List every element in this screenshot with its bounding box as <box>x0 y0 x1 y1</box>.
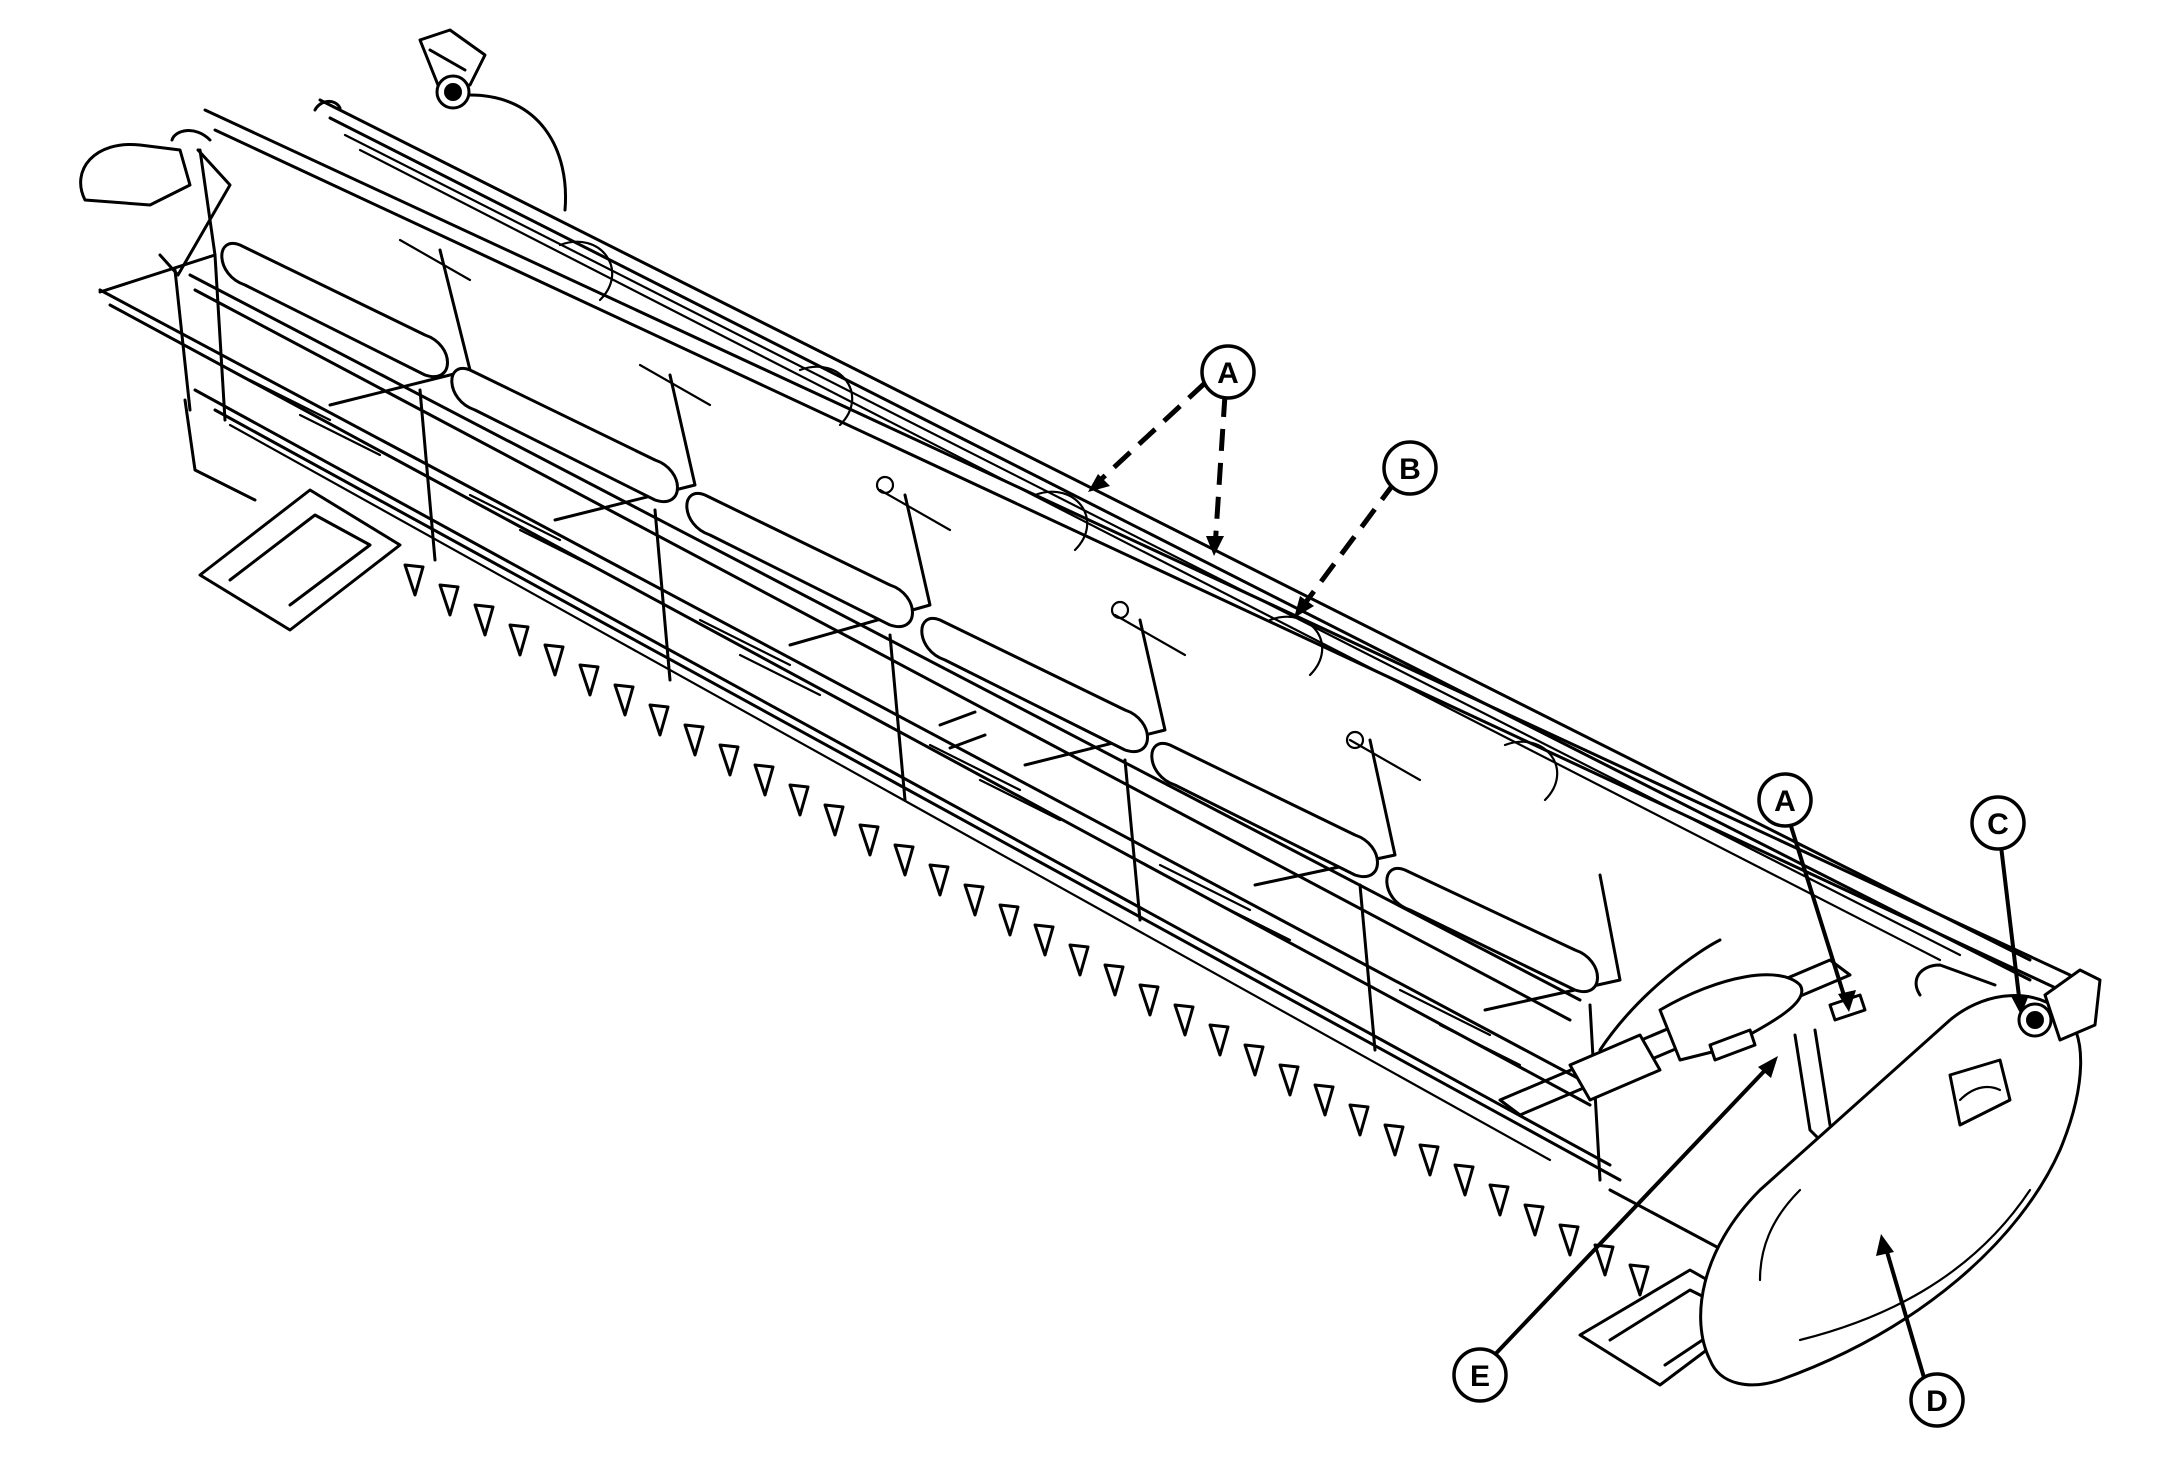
callout-a-lower: A <box>1757 772 1813 828</box>
callout-a-upper: A <box>1200 344 1256 400</box>
svg-text:A: A <box>1774 785 1796 818</box>
header-frame <box>79 28 2102 1387</box>
svg-text:B: B <box>1399 453 1421 486</box>
svg-text:D: D <box>1926 1385 1948 1418</box>
callout-d: D <box>1909 1372 1965 1428</box>
svg-text:E: E <box>1470 1360 1490 1393</box>
svg-text:A: A <box>1217 357 1239 390</box>
callout-leaders <box>1088 381 2029 1399</box>
callout-e: E <box>1452 1347 1508 1403</box>
callout-c: C <box>1970 795 2026 851</box>
svg-text:C: C <box>1987 808 2009 841</box>
callout-b: B <box>1382 440 1438 496</box>
